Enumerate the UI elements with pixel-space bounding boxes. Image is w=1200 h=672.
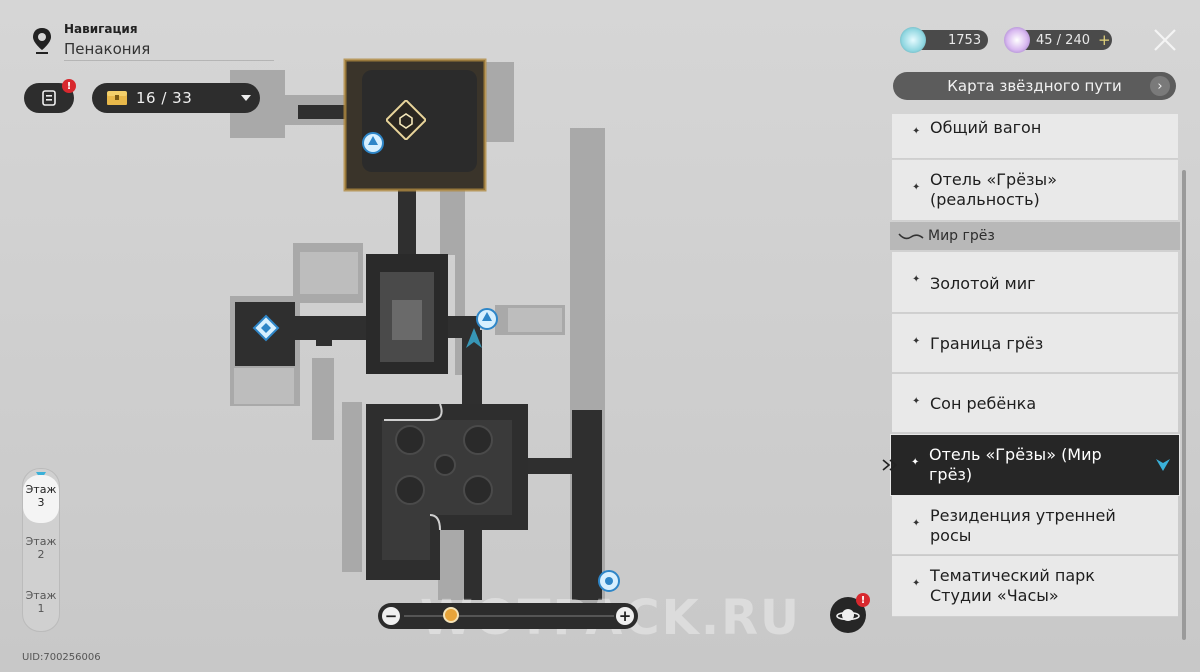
location-pin-icon — [33, 28, 51, 54]
planet-icon — [836, 609, 860, 621]
interastral-guide-button[interactable]: ! — [830, 593, 870, 633]
floor-number: 3 — [37, 496, 45, 509]
quest-log-button[interactable]: ! — [24, 79, 76, 113]
location-label: Резиденция утренней росы — [930, 506, 1116, 545]
bullet-icon: ✦ — [912, 182, 921, 193]
location-label: Общий вагон — [930, 118, 1042, 137]
zoom-slider[interactable]: − + — [378, 603, 638, 629]
location-label: Отель «Грёзы» (реальность) — [930, 170, 1057, 209]
bullet-icon: ✦ — [912, 396, 921, 407]
divider — [64, 60, 274, 61]
notification-badge: ! — [62, 79, 76, 93]
floor-3[interactable]: Этаж 3 — [23, 475, 59, 523]
list-item[interactable]: ✦ Тематический парк Студии «Часы» — [892, 556, 1178, 617]
list-item[interactable]: ✦ Граница грёз — [892, 314, 1178, 373]
warp-icon[interactable] — [596, 568, 622, 594]
trailblaze-power-counter[interactable]: 45 / 240 + — [1004, 27, 1112, 53]
bullet-icon: ✦ — [912, 336, 921, 347]
location-label: Тематический парк Студии «Часы» — [930, 566, 1095, 605]
bullet-icon: ✦ — [912, 126, 921, 137]
location-label: Отель «Грёзы» (Мир грёз) — [929, 445, 1102, 484]
player-position-icon — [466, 328, 482, 348]
calyx-icon[interactable] — [252, 314, 280, 342]
wave-icon — [898, 233, 924, 240]
space-anchor-icon[interactable] — [386, 100, 426, 140]
treasure-counter-dropdown[interactable]: 16 / 33 — [92, 83, 260, 113]
floor-2[interactable]: Этаж 2 — [23, 535, 59, 561]
list-item-selected[interactable]: ✦ Отель «Грёзы» (Мир грёз) — [890, 434, 1180, 496]
location-label: Золотой миг — [930, 274, 1036, 293]
trailblaze-power-value: 45 / 240 — [1036, 32, 1090, 48]
treasure-chest-icon — [107, 91, 127, 105]
region-name: Пенакония — [64, 40, 151, 58]
chevron-right-icon: › — [1150, 76, 1170, 96]
floor-selector[interactable]: Этаж 3 Этаж 2 Этаж 1 — [22, 468, 60, 632]
bullet-icon: ✦ — [912, 274, 921, 285]
location-list[interactable]: ✦ Общий вагон ✦ Отель «Грёзы» (реальност… — [890, 114, 1180, 644]
star-rail-map-label: Карта звёздного пути — [947, 77, 1122, 95]
stellar-jade-counter[interactable]: 1753 — [900, 27, 988, 53]
floor-label: Этаж — [25, 589, 57, 602]
location-label: Граница грёз — [930, 334, 1044, 353]
chevron-down-icon — [241, 95, 251, 101]
document-icon — [42, 90, 56, 106]
zoom-thumb[interactable] — [442, 607, 459, 623]
floor-number: 2 — [37, 548, 45, 561]
stellar-jade-icon — [900, 27, 926, 53]
notification-badge: ! — [856, 593, 870, 607]
trailblaze-power-icon — [1004, 27, 1030, 53]
bullet-icon: ✦ — [912, 518, 921, 529]
list-item[interactable]: ✦ Резиденция утренней росы — [892, 496, 1178, 555]
zoom-out-button[interactable]: − — [382, 607, 400, 625]
floor-number: 1 — [37, 602, 45, 615]
star-rail-map-button[interactable]: Карта звёздного пути › — [893, 72, 1176, 100]
close-icon[interactable] — [1152, 27, 1178, 53]
location-label: Сон ребёнка — [930, 394, 1037, 413]
floor-label: Этаж — [25, 483, 57, 496]
add-power-icon[interactable]: + — [1098, 31, 1111, 49]
list-item[interactable]: ✦ Общий вагон — [892, 114, 1178, 159]
list-item[interactable]: ✦ Отель «Грёзы» (реальность) — [892, 160, 1178, 221]
list-item[interactable]: ✦ Золотой миг — [892, 252, 1178, 313]
scrollbar[interactable] — [1182, 170, 1186, 640]
nav-label: Навигация — [64, 22, 138, 36]
floor-label: Этаж — [25, 535, 57, 548]
teleport-icon[interactable] — [360, 130, 386, 156]
list-item[interactable]: ✦ Сон ребёнка — [892, 374, 1178, 433]
uid-label: UID:700256006 — [22, 652, 101, 663]
selection-arrow-icon — [882, 459, 898, 471]
treasure-count: 16 / 33 — [136, 89, 193, 107]
section-label: Мир грёз — [928, 228, 995, 244]
bullet-icon: ✦ — [912, 578, 921, 589]
current-location-icon — [1156, 459, 1170, 471]
section-header: Мир грёз — [890, 222, 1180, 250]
floor-1[interactable]: Этаж 1 — [23, 589, 59, 615]
stellar-jade-value: 1753 — [948, 32, 982, 48]
bullet-icon: ✦ — [911, 457, 920, 468]
teleport-icon[interactable] — [474, 306, 500, 332]
zoom-track — [404, 615, 614, 617]
zoom-in-button[interactable]: + — [616, 607, 634, 625]
